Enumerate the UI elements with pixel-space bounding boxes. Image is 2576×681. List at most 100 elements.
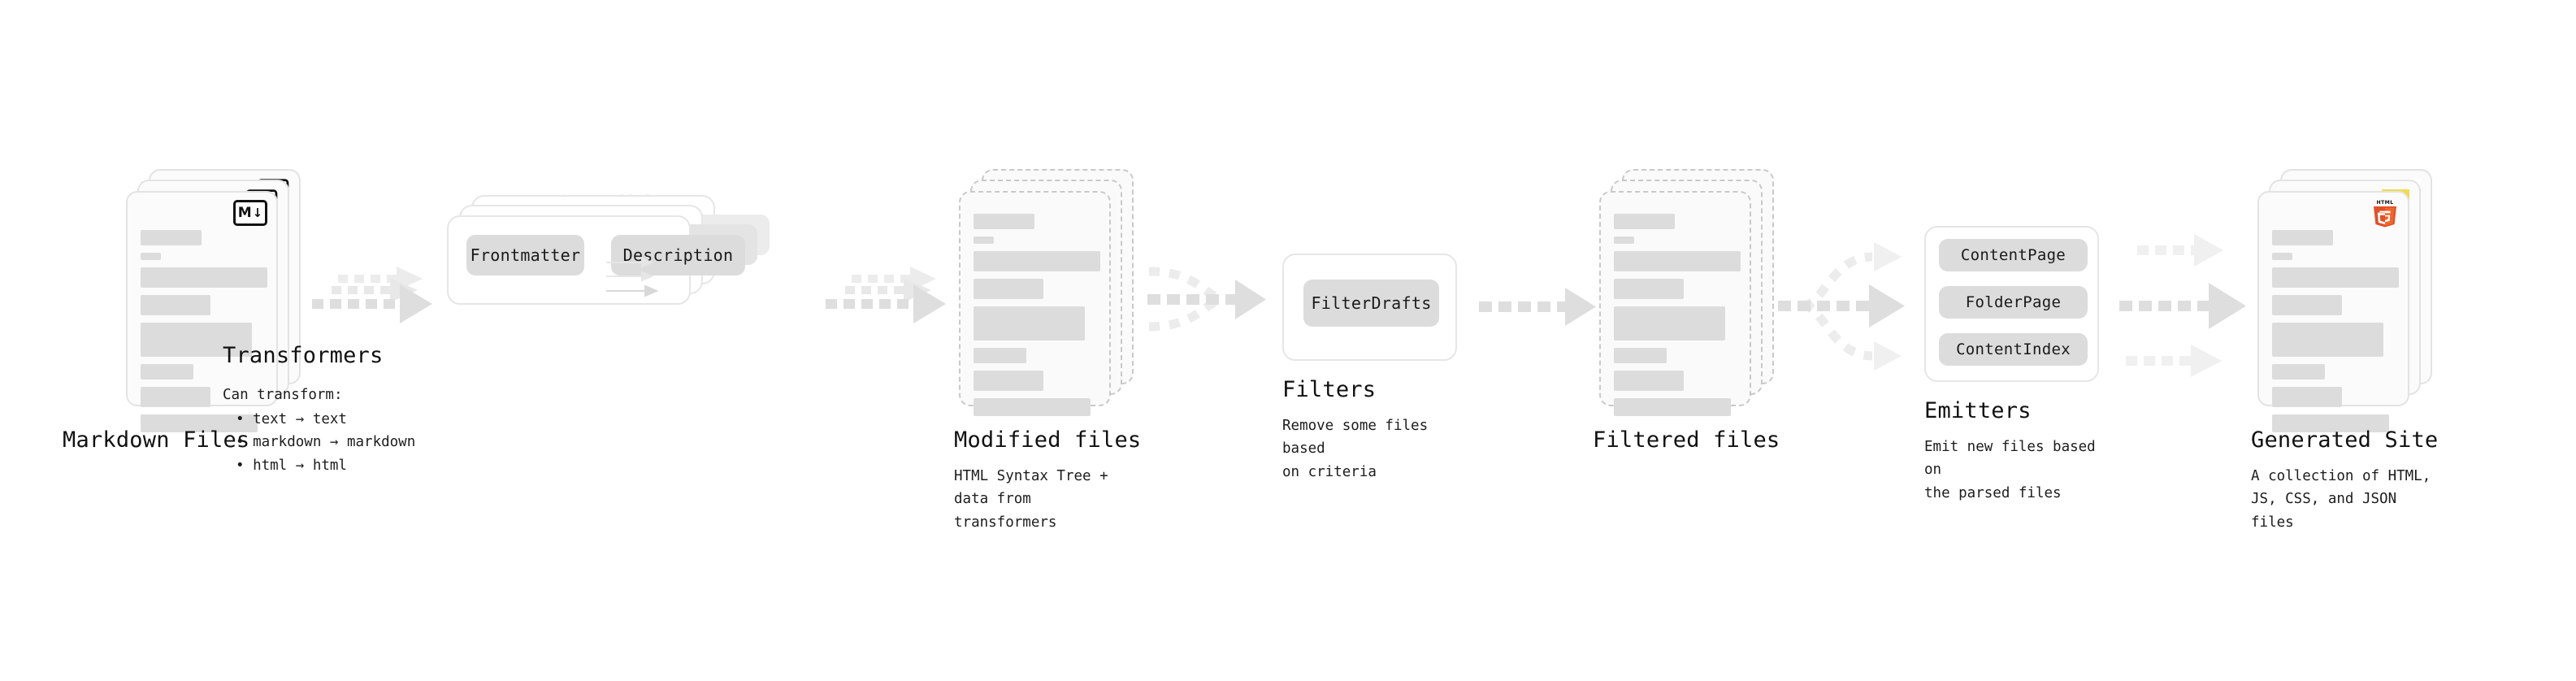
emitters-box: ContentPage FolderPage ContentIndex xyxy=(1924,226,2099,382)
skeleton-body xyxy=(973,214,1101,416)
stage-transformers: Run in parallel Frontmatter Description xyxy=(223,193,770,474)
card-front xyxy=(959,191,1111,416)
skeleton-bar-6 xyxy=(2271,387,2342,407)
stage-title-generated-site: Generated Site xyxy=(2251,427,2439,453)
skeleton-bar-1 xyxy=(2271,253,2292,260)
skeleton-bar-7 xyxy=(973,398,1091,416)
skeleton-bar-0 xyxy=(140,230,202,245)
stage-generated-site: CSS JS HTML xyxy=(2251,169,2438,531)
triple-parallel-arrow xyxy=(2119,234,2246,377)
skeleton-bar-7 xyxy=(2271,414,2389,432)
connector-emitters-to-site xyxy=(2119,234,2257,388)
connector-markdown-to-transformers xyxy=(309,267,439,358)
skeleton-bar-5 xyxy=(973,348,1027,363)
svg-text:HTML: HTML xyxy=(2376,200,2393,206)
filters-box: FilterDrafts xyxy=(1282,254,1457,361)
skeleton-bar-2 xyxy=(1613,251,1741,271)
connector-transformers-to-modified xyxy=(822,267,952,358)
stage-title-markdown-files: Markdown Files xyxy=(63,427,250,453)
markdown-badge-arrow: ↓ xyxy=(252,205,263,220)
skeleton-bar-4 xyxy=(140,323,253,357)
fan-in-arrow xyxy=(1147,267,1266,332)
stage-title-emitters: Emitters xyxy=(1924,398,2032,423)
skeleton-bar-3 xyxy=(973,279,1043,299)
stage-desc-modified-files: HTML Syntax Tree + data from transformer… xyxy=(954,468,1108,531)
fan-out-arrow xyxy=(1778,242,1905,371)
pill-frontmatter[interactable]: Frontmatter xyxy=(466,235,584,275)
pill-folderpage-label: FolderPage xyxy=(1965,293,2062,311)
skeleton-bar-0 xyxy=(973,214,1034,229)
markdown-badge-letter: M xyxy=(237,204,252,221)
skeleton-bar-4 xyxy=(2271,323,2384,357)
stage-modified-files: Modified files HTML Syntax Tree + data f… xyxy=(954,169,1141,531)
skeleton-bar-5 xyxy=(1613,348,1667,363)
card-front xyxy=(1599,191,1751,416)
pill-filterdrafts[interactable]: FilterDrafts xyxy=(1303,280,1439,327)
connector-filtered-to-emitters xyxy=(1778,237,1924,400)
pill-contentpage-label: ContentPage xyxy=(1960,246,2066,264)
pill-description[interactable]: Description xyxy=(611,235,745,275)
connector-modified-to-filters xyxy=(1136,254,1282,375)
filtered-file-stack xyxy=(1599,169,1774,416)
stage-title-modified-files: Modified files xyxy=(954,427,1142,453)
card-front-html: HTML xyxy=(2257,191,2409,432)
stage-title-filters: Filters xyxy=(1282,377,1377,402)
skeleton-bar-6 xyxy=(1613,371,1684,391)
markdown-file-stack: M↓ M↓ M↓ xyxy=(126,169,301,432)
skeleton-bar-5 xyxy=(2271,364,2326,380)
triple-parallel-arrow xyxy=(826,267,946,323)
triple-parallel-arrow xyxy=(312,267,432,323)
stage-desc-emitters: Emit new files based on the parsed files xyxy=(1924,439,2096,501)
transformer-bullet-list: • text → text • markdown → markdown • ht… xyxy=(236,408,415,477)
skeleton-bar-3 xyxy=(1613,279,1684,299)
inner-transform-arrows xyxy=(606,257,659,297)
stage-title-transformers: Transformers xyxy=(223,343,384,368)
stage-filtered-files: Filtered files xyxy=(1593,169,1780,453)
skeleton-bar-4 xyxy=(1613,306,1726,340)
skeleton-bar-4 xyxy=(973,306,1086,340)
skeleton-bar-2 xyxy=(140,267,268,288)
transformer-box-stack: Frontmatter Description xyxy=(447,195,770,305)
stage-markdown-files: M↓ M↓ M↓ Markdown Files xyxy=(63,169,301,453)
skeleton-bar-3 xyxy=(140,295,210,315)
skeleton-body xyxy=(2271,230,2400,432)
skeleton-body xyxy=(1613,214,1741,416)
markdown-badge: M↓ xyxy=(233,200,267,226)
stage-desc-generated-site: A collection of HTML, JS, CSS, and JSON … xyxy=(2251,468,2431,531)
card-front: M↓ xyxy=(126,191,278,432)
skeleton-bar-5 xyxy=(140,364,194,380)
stage-desc-filters: Remove some files based on criteria xyxy=(1282,418,1429,480)
stage-title-filtered-files: Filtered files xyxy=(1593,427,1780,453)
bullet-html-to-html: • html → html xyxy=(236,457,347,474)
pill-contentindex-label: ContentIndex xyxy=(1956,340,2071,358)
skeleton-body xyxy=(140,230,268,432)
skeleton-bar-0 xyxy=(1613,214,1675,229)
skeleton-bar-6 xyxy=(140,387,210,407)
skeleton-bar-1 xyxy=(140,253,161,260)
pill-folderpage[interactable]: FolderPage xyxy=(1939,286,2088,319)
html5-badge: HTML xyxy=(2371,197,2399,230)
skeleton-bar-2 xyxy=(973,251,1101,271)
pill-filterdrafts-label: FilterDrafts xyxy=(1311,293,1432,313)
skeleton-bar-2 xyxy=(2271,267,2400,288)
pill-frontmatter-label: Frontmatter xyxy=(470,245,581,265)
skeleton-bar-1 xyxy=(973,236,994,244)
skeleton-bar-6 xyxy=(973,371,1043,391)
bullet-markdown-to-markdown: • markdown → markdown xyxy=(236,434,416,451)
generated-file-stack: CSS JS HTML xyxy=(2257,169,2432,432)
html5-shield-icon: HTML xyxy=(2374,200,2396,228)
pill-contentpage[interactable]: ContentPage xyxy=(1939,239,2088,271)
stage-emitters: ContentPage FolderPage ContentIndex Emit… xyxy=(1924,226,2099,501)
skeleton-bar-0 xyxy=(2271,230,2333,245)
skeleton-bar-7 xyxy=(1613,398,1731,416)
skeleton-bar-3 xyxy=(2271,295,2342,315)
connector-filters-to-filtered xyxy=(1477,286,1599,343)
skeleton-bar-7 xyxy=(140,414,258,432)
stage-desc-transformers: Can transform: xyxy=(223,387,343,403)
modified-file-stack xyxy=(959,169,1134,416)
skeleton-bar-1 xyxy=(1613,236,1634,244)
single-arrow xyxy=(1479,288,1596,326)
pill-contentindex[interactable]: ContentIndex xyxy=(1939,333,2088,366)
bullet-text-to-text: • text → text xyxy=(236,411,347,427)
